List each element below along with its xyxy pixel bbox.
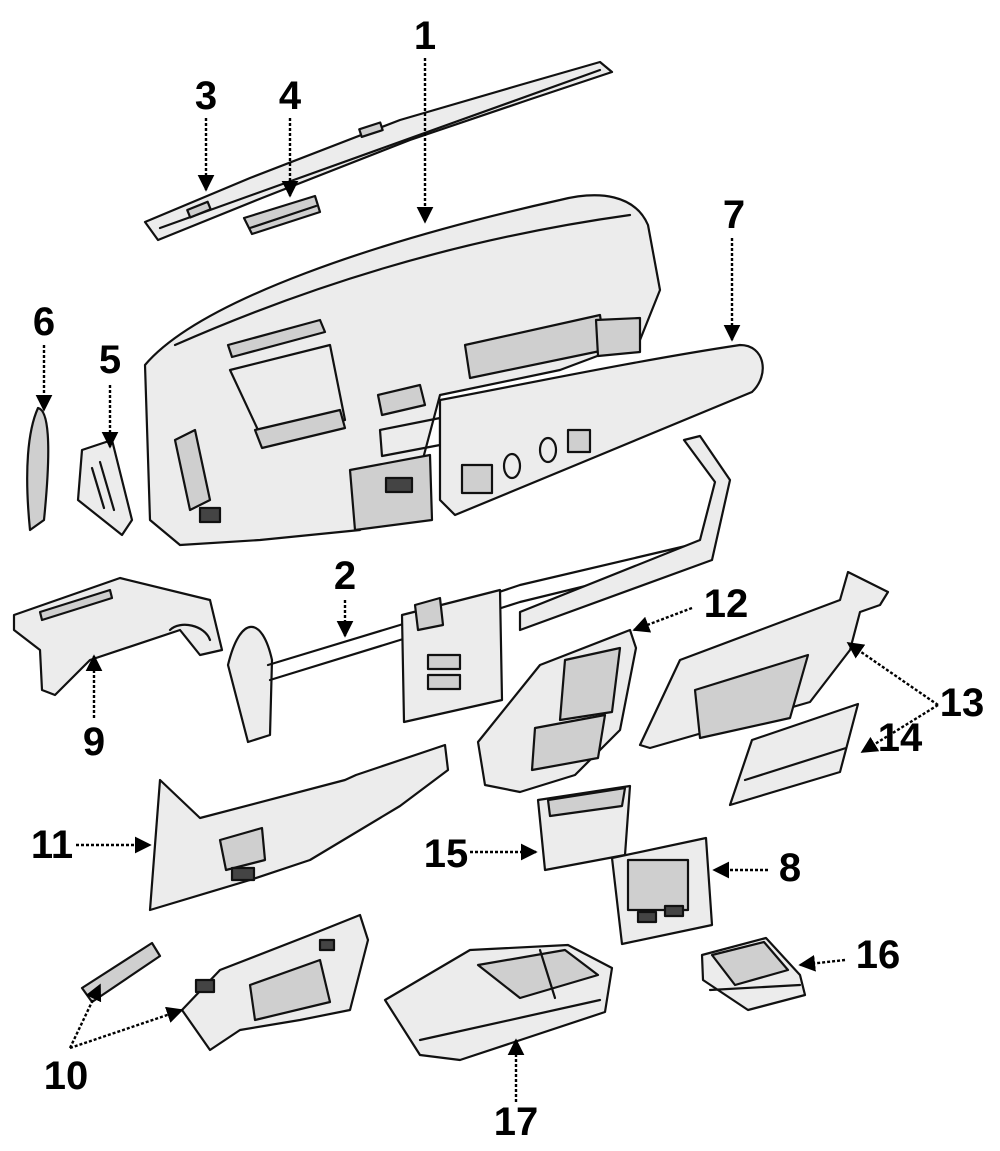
callout-8: 8 (778, 846, 802, 890)
callout-16: 16 (855, 933, 901, 977)
part-3-defroster-trim-strip (143, 60, 614, 242)
leader-12 (632, 606, 693, 633)
leader-13a (846, 642, 939, 706)
callout-11: 11 (30, 823, 74, 867)
leader-16 (798, 954, 846, 972)
part-17-glove-box (383, 943, 614, 1062)
callout-17: 17 (493, 1100, 539, 1144)
callout-3: 3 (194, 74, 218, 118)
leader-10a (68, 983, 102, 1049)
part-2-support-frame (226, 434, 732, 744)
part-6-pillar-molding (26, 406, 50, 532)
callout-2: 2 (333, 554, 357, 598)
leader-10b (69, 1006, 184, 1050)
part-4-defroster-grille (242, 194, 322, 236)
part-8-radio-trim-plate (610, 836, 714, 946)
part-11-lower-panel (148, 743, 450, 912)
callout-15: 15 (423, 832, 469, 876)
callout-1: 1 (413, 14, 437, 58)
callout-6: 6 (32, 300, 56, 344)
part-12-center-bezel (476, 628, 638, 794)
callout-10: 10 (43, 1054, 89, 1098)
callout-12: 12 (703, 582, 749, 626)
callout-4: 4 (278, 74, 302, 118)
part-1-instrument-panel-pad (143, 194, 662, 547)
callout-7: 7 (722, 193, 746, 237)
part-16-switch-block (700, 936, 807, 1012)
part-5-end-cap (76, 438, 134, 537)
callout-14: 14 (877, 716, 923, 760)
callout-13: 13 (939, 681, 985, 725)
callout-9: 9 (82, 720, 106, 764)
part-9-left-pad (12, 576, 224, 697)
part-7-cluster-bezel (438, 343, 764, 517)
part-10-cluster-housing (80, 913, 370, 1052)
callout-5: 5 (98, 338, 122, 382)
part-14-glove-box-door (728, 702, 860, 807)
leader-lines (35, 58, 939, 1102)
part-13-glove-box-bezel (638, 570, 890, 750)
